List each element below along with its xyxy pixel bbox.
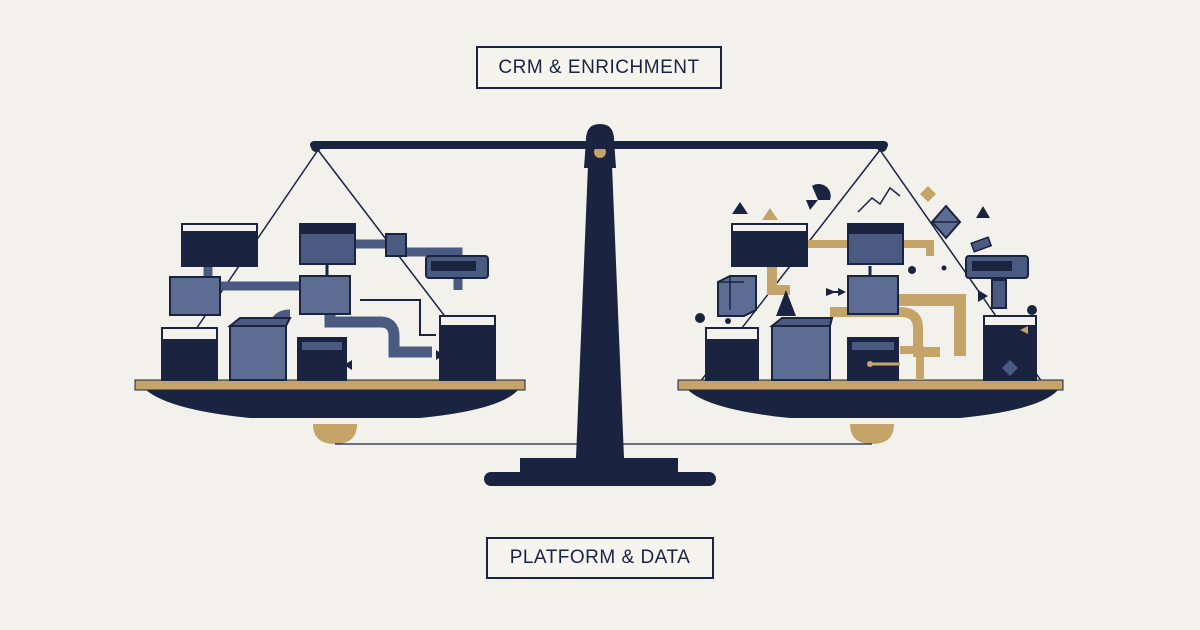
left-pan bbox=[134, 149, 600, 445]
crm-enrichment-label: CRM & ENRICHMENT bbox=[476, 46, 722, 89]
right-pan bbox=[600, 149, 1064, 445]
chaotic-workflow-icon bbox=[695, 183, 1037, 381]
scale-stand bbox=[310, 124, 888, 486]
organized-workflow-icon bbox=[161, 223, 496, 381]
platform-data-label: PLATFORM & DATA bbox=[486, 537, 714, 579]
